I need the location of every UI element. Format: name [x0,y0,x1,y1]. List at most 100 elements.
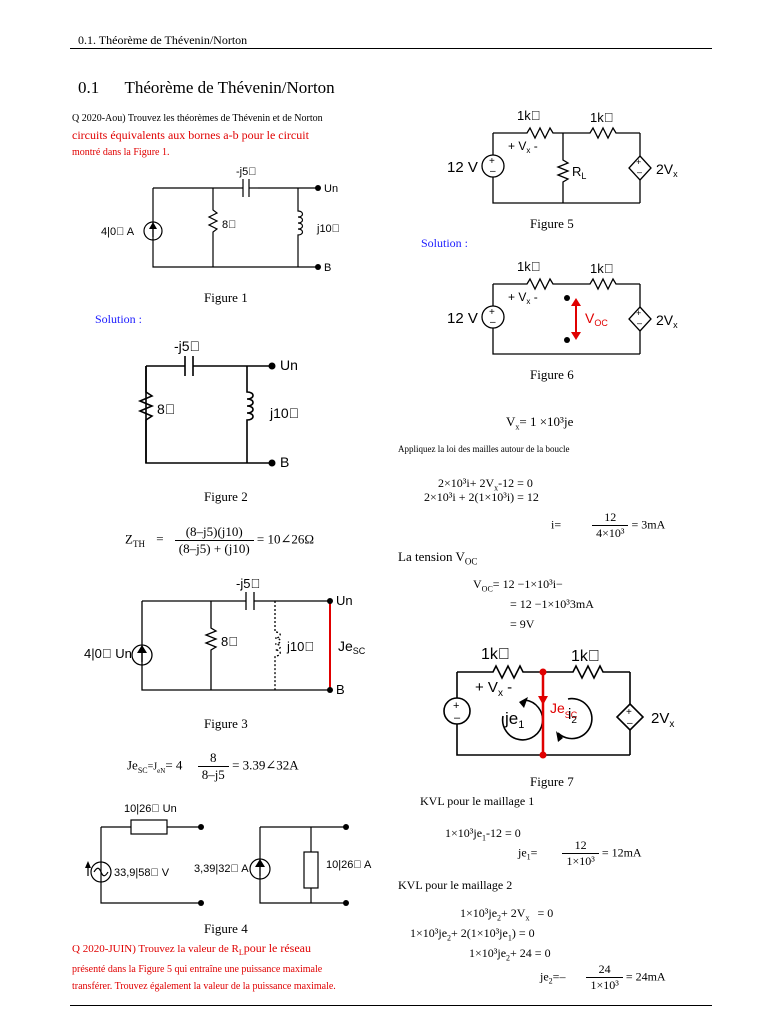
fig2-terminal-top: Un [280,357,298,373]
jsc-coef: = 4 [165,757,183,773]
fig3-jsc-label: JeSC [338,638,366,656]
fig6-dep-plus: + [636,308,641,318]
fig5-vs-plus: + [489,156,495,167]
zth-denominator: (8–j5) + (j10) [178,541,250,556]
je1-result: = 12mA [601,845,642,860]
fig6-r2-label: 1k⃝ [590,261,613,276]
fig7-dep-label: 2Vx [651,710,674,730]
i-fraction: 12 4×10³ [592,510,629,541]
question-2: Q 2020-JUIN) Trouvez la valeur de RLpour… [72,940,336,995]
section-title: 0.1 Théorème de Thévenin/Norton [78,78,335,98]
running-header: 0.1. Théorème de Thévenin/Norton [78,33,248,47]
fig3-capacitor-label: -j5⃝ [236,576,260,591]
je1-numerator: 12 [562,838,599,854]
je2-denominator: 1×10³ [590,978,619,992]
fig1-inductor-label: j10⃝ [316,223,340,235]
je2-numerator: 24 [586,962,623,978]
fig1-terminal-bottom: B [324,262,331,274]
loop-equation-1: 2×10³i+ 2Vx-12 = 0 [438,476,533,493]
figure-7-caption: Figure 7 [530,774,574,789]
zth-equals: = [156,531,164,547]
solution-left-label: Solution : [95,312,143,326]
fig7-vs-plus: + [453,700,459,712]
jsc-lhs: Je [127,757,138,773]
question-1-line1: Q 2020-Aou) Trouvez les théorèmes de Thé… [72,113,323,124]
fig6-dep-label: 2Vx [656,312,678,330]
solution-right-label: Solution : [421,236,469,250]
kvl-mesh-2-title: KVL pour le maillage 2 [398,878,513,892]
zth-sub: TH [132,539,145,550]
section-title-text: Théorème de Thévenin/Norton [124,78,335,97]
je2-result: = 24mA [625,969,666,984]
fig6-vs-plus: + [489,307,495,318]
voc-equation-1: VOC= 12 −1×10³i− [473,577,563,594]
vx-equation: Vx= 1 ×10³je [506,414,573,432]
je1-fraction: 12 1×10³ [562,838,599,869]
question-2-line1: Q 2020-JUIN) Trouvez la valeur de RLpour… [72,941,312,958]
fig7-r1-label: 1k⃝ [481,646,510,663]
figure-4-caption: Figure 4 [204,921,248,936]
fig3-terminal-top: Un [336,593,353,608]
jsc-mid: =J [147,761,158,773]
zth-equation: ZTH = (8–j5)(j10) (8–j5) + (j10) = 10∠26… [125,524,314,557]
fig1-terminal-top: Un [324,183,338,195]
question-1-line2: circuits équivalents aux bornes a-b pour… [72,128,309,142]
je2-fraction: 24 1×10³ [586,962,623,993]
kvl-mesh-2-equation-1: 1×10³je2+ 2Vx= 0 [460,906,554,923]
fig6-vs-label: 12 V [447,310,478,327]
jsc-lhs-sub: SC [137,766,148,776]
zth-numerator: (8–j5)(j10) [174,524,254,541]
fig5-dep-minus: – [637,167,642,177]
fig7-dep-minus: – [627,718,633,729]
fig3-source-label: 4|0⃝ Un [84,646,132,661]
fig7-vx-label: + Vx - [475,679,512,699]
fig4-zth-label: 10|26⃝ Un [124,803,177,815]
figure-5-caption: Figure 5 [530,216,574,231]
figure-2-caption: Figure 2 [204,489,248,504]
section-number: 0.1 [78,78,100,97]
current-i-equation: i= 12 4×10³ = 3mA [551,510,665,541]
zth-lhs: Z [125,531,133,547]
fig6-r1-label: 1k⃝ [517,259,540,274]
figure-1-caption: Figure 1 [204,290,248,305]
fig4-vth-label: 33,9|58⃝ V [114,867,170,879]
je1-denominator: 1×10³ [566,854,595,868]
je2-equation: je2=– 24 1×10³ = 24mA [540,962,666,993]
fig5-rl-label: RL [572,164,586,181]
fig3-terminal-bottom: B [336,682,345,697]
fig6-vs-minus: – [490,317,496,328]
fig7-dep-plus: + [626,707,632,718]
jsc-numerator: 8 [197,750,229,767]
kvl-mesh-1-equation: 1×10³je1-12 = 0 [445,826,521,843]
question-2-line2: présenté dans la Figure 5 qui entraîne u… [72,964,323,976]
fig5-dep-label: 2Vx [656,161,678,179]
fig5-vs-label: 12 V [447,159,478,176]
vx-rhs: = 1 ×10³je [519,414,574,429]
fig3-resistor-label: 8⃝ [221,634,238,649]
je1-equation: je1= 12 1×10³ = 12mA [518,838,642,869]
kvl-mesh-2-equation-2: 1×10³je2+ 2(1×10³je1) = 0 [410,926,535,943]
kvl-mesh-2-equation-3: 1×10³je2+ 24 = 0 [469,946,551,963]
zth-result: = 10∠26Ω [256,531,315,547]
fig7-r2-label: 1k⃝ [571,648,600,665]
i-numerator: 12 [592,510,629,526]
fig2-inductor-label: j10⃝ [269,405,299,421]
question-1: Q 2020-Aou) Trouvez les théorèmes de Thé… [72,110,323,161]
fig6-dep-minus: – [637,318,642,328]
fig7-i2-label: i2 [568,706,577,726]
fig7-je1-label: je1 [504,709,524,731]
header-rule [70,48,712,49]
fig2-capacitor-label: -j5⃝ [174,338,200,354]
jsc-denominator: 8–j5 [201,767,225,782]
fig5-dep-plus: + [636,157,641,167]
jsc-mid-sub: eN [157,767,166,776]
figure-3-caption: Figure 3 [204,716,248,731]
fig7-jesc-label: JeSC [550,700,578,720]
voc-title: La tension VOC [398,549,478,567]
kvl-mesh-1-title: KVL pour le maillage 1 [420,794,535,808]
fig5-r1-label: 1k⃝ [517,108,540,123]
